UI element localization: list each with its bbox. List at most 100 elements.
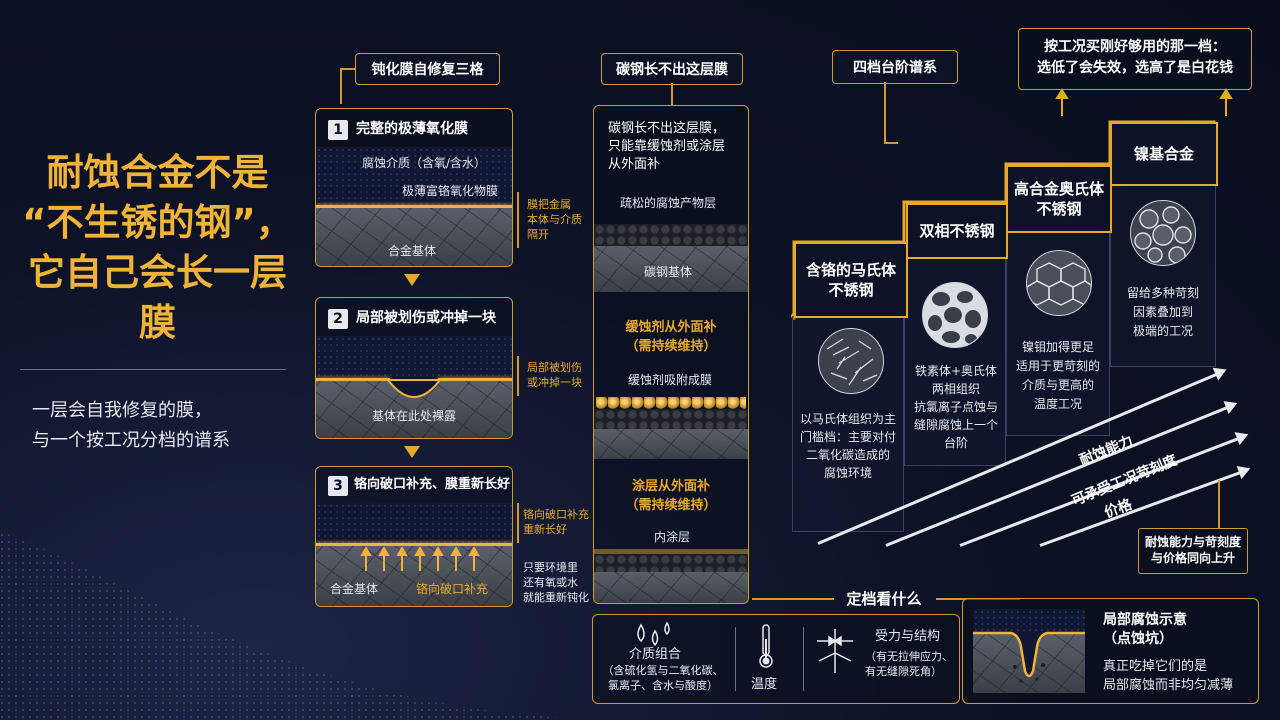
axis-note-1: 耐蚀能力与苛刻度 bbox=[1144, 535, 1241, 549]
grade-4-desc-3: 极端的工况 bbox=[1132, 324, 1193, 338]
grade-2-desc-4: 缝隙腐蚀上一个 bbox=[913, 418, 998, 432]
criteria-item-3-detail-2: 有无缝隙死角） bbox=[865, 665, 942, 678]
bracket-2 bbox=[517, 356, 519, 396]
pit-desc-2: 局部腐蚀而非均匀减薄 bbox=[1103, 678, 1234, 693]
grade-4-desc-1: 留给多种苛刻 bbox=[1126, 286, 1199, 300]
step-1-base-label: 合金基体 bbox=[388, 244, 437, 258]
healing-step-2: 2 局部被划伤或冲掉一块 基体在此处裸露 bbox=[315, 297, 513, 439]
grade-3-name-2: 不锈钢 bbox=[1036, 200, 1082, 218]
callout-line-1: 按工况买刚好够用的那一档： bbox=[1044, 39, 1226, 55]
step-2-film-right bbox=[438, 378, 512, 381]
title-divider bbox=[20, 369, 286, 370]
pit-title: 局部腐蚀示意 （点蚀坑） bbox=[1103, 611, 1187, 649]
grade-1-desc: 以马氏体组织为主 门槛档：主要对付 二氧化碳造成的 腐蚀环境 bbox=[796, 410, 900, 482]
grade-3-desc: 镍钼加得更足 适用于更苛刻的 介质与更高的 温度工况 bbox=[1008, 338, 1108, 414]
grade-1-desc-2: 门槛档：主要对付 bbox=[799, 430, 896, 444]
droplets-icon bbox=[637, 621, 670, 647]
grade-column-3 bbox=[1006, 210, 1110, 436]
step-2-number: 2 bbox=[328, 309, 348, 329]
grade-1-name-2: 不锈钢 bbox=[828, 281, 874, 299]
grade-1-label: 含铬的马氏体不锈钢 bbox=[794, 242, 908, 318]
side-1-line-2: 本体与介质 bbox=[527, 213, 582, 226]
side-1-line-1: 膜把金属 bbox=[527, 198, 571, 211]
coating-label: 内涂层 bbox=[654, 530, 691, 544]
coating-title-1: 涂层从外面补 bbox=[631, 479, 710, 494]
grade-1-micrograph-icon bbox=[818, 328, 884, 394]
criteria-item-1-detail-1: （含硫化氢与二氧化碳、 bbox=[602, 664, 724, 677]
healing-tag: 钝化膜自修复三格 bbox=[355, 53, 500, 85]
side-3-line-2: 重新长好 bbox=[523, 523, 567, 536]
grade-4-desc-2: 因素叠加到 bbox=[1132, 305, 1193, 319]
step-1-medium bbox=[316, 147, 512, 205]
callout-up-arrows bbox=[1055, 88, 1233, 116]
step-3-film bbox=[316, 543, 512, 546]
step-3-medium bbox=[316, 503, 512, 543]
carbon-rust-layer bbox=[594, 224, 748, 246]
carbon-connector bbox=[671, 83, 673, 105]
coating-layer bbox=[594, 549, 748, 554]
spectrum-tag: 四档台阶谱系 bbox=[832, 50, 958, 84]
side-3b-line-3: 就能重新钝化 bbox=[523, 591, 589, 604]
subtitle-line-1: 一层会自我修复的膜， bbox=[32, 400, 212, 421]
grade-4-label: 镍基合金 bbox=[1110, 122, 1218, 186]
grade-2-micrograph-icon bbox=[922, 282, 988, 348]
side-3b-line-2: 还有氧或水 bbox=[523, 576, 578, 589]
side-3-line-1: 铬向破口补充 bbox=[523, 508, 589, 521]
grade-2-name-1: 双相不锈钢 bbox=[919, 222, 995, 240]
spectrum-callout: 按工况买刚好够用的那一档： 选低了会失效，选高了是白花钱 bbox=[1018, 28, 1252, 90]
criteria-tag: 定档看什么 bbox=[846, 590, 922, 608]
arrow-down-1 bbox=[404, 274, 420, 286]
step-3-title: 铬向破口补充、膜重新长好 bbox=[354, 477, 511, 492]
criteria-item-1-detail: （含硫化氢与二氧化碳、 氯离子、含水与酸度） bbox=[601, 663, 725, 693]
step-1-film-label: 极薄富铬氧化物膜 bbox=[402, 184, 499, 198]
step-3-chromium-arrows bbox=[360, 547, 480, 571]
criteria-item-3-label: 受力与结构 bbox=[875, 629, 941, 644]
step-2-base-label: 基体在此处裸露 bbox=[372, 409, 457, 423]
axis-note-text: 耐蚀能力与苛刻度 与价格同向上升 bbox=[1139, 534, 1247, 566]
grade-column-4 bbox=[1110, 166, 1216, 367]
healing-step-1: 1 完整的极薄氧化膜 腐蚀介质（含氧/含水） 极薄富铬氧化物膜 合金基体 bbox=[315, 108, 513, 267]
grade-2-label: 双相不锈钢 bbox=[906, 203, 1008, 259]
grade-2-desc-5: 台阶 bbox=[943, 436, 968, 450]
criteria-divider-2 bbox=[803, 627, 804, 691]
criteria-divider-1 bbox=[735, 627, 736, 691]
coating-title-2: （需持续维持） bbox=[625, 498, 717, 513]
healing-connector bbox=[340, 68, 342, 104]
coating-steel-base bbox=[594, 572, 748, 603]
carbon-intro-2: 只能靠缓蚀剂或涂层 bbox=[608, 139, 726, 154]
main-title: 耐蚀合金不是 “不生锈的钢”， 它自己会长一层膜 bbox=[20, 148, 295, 348]
step-2-medium bbox=[316, 336, 512, 378]
grade-2-desc-2: 两相组织 bbox=[931, 382, 980, 396]
step-2-film-left bbox=[316, 378, 390, 381]
grade-4-name-1: 镍基合金 bbox=[1133, 145, 1194, 163]
grade-1-desc-1: 以马氏体组织为主 bbox=[799, 412, 896, 426]
inhibitor-title-1: 缓蚀剂从外面补 bbox=[625, 320, 717, 335]
criteria-item-3-detail: （有无拉伸应力、 有无缝隙死角） bbox=[865, 649, 953, 679]
inhibitor-label: 缓蚀剂吸附成膜 bbox=[628, 373, 713, 387]
pit-title-1: 局部腐蚀示意 bbox=[1103, 612, 1187, 628]
carbon-tag: 碳钢长不出这层膜 bbox=[601, 53, 743, 85]
bracket-1 bbox=[517, 192, 519, 248]
step-2-title: 局部被划伤或冲掉一块 bbox=[356, 310, 496, 326]
grade-3-desc-2: 适用于更苛刻的 bbox=[1015, 359, 1100, 373]
pit-medium bbox=[973, 609, 1085, 633]
bracket-3 bbox=[517, 503, 519, 543]
step-3-side-note: 铬向破口补充 重新长好 bbox=[523, 507, 589, 537]
side-1-line-3: 隔开 bbox=[527, 228, 549, 241]
grade-3-desc-3: 介质与更高的 bbox=[1021, 378, 1094, 392]
subtitle: 一层会自我修复的膜， 与一个按工况分档的谱系 bbox=[32, 396, 230, 456]
step-1-film bbox=[316, 205, 512, 208]
carbon-intro: 碳钢长不出这层膜， 只能靠缓蚀剂或涂层 从外面补 bbox=[608, 120, 725, 174]
pit-desc: 真正吃掉它们的是 局部腐蚀而非均匀减薄 bbox=[1103, 657, 1233, 695]
title-line-2: “不生锈的钢”， bbox=[22, 201, 293, 244]
step-1-side-note: 膜把金属 本体与介质 隔开 bbox=[527, 197, 582, 242]
arrow-down-2 bbox=[404, 446, 420, 458]
inhibitor-title: 缓蚀剂从外面补 （需持续维持） bbox=[594, 318, 748, 356]
grade-3-label: 高合金奥氏体不锈钢 bbox=[1006, 165, 1112, 233]
inhibitor-film bbox=[596, 397, 746, 409]
carbon-panel: 碳钢长不出这层膜， 只能靠缓蚀剂或涂层 从外面补 疏松的腐蚀产物层 碳钢基体 缓… bbox=[593, 105, 749, 604]
grade-2-desc: 铁素体+奥氏体 两相组织 抗氯离子点蚀与 缝隙腐蚀上一个 台阶 bbox=[906, 362, 1006, 452]
thermometer-icon bbox=[759, 624, 773, 668]
subtitle-line-2: 与一个按工况分档的谱系 bbox=[32, 430, 230, 451]
healing-connector-h bbox=[340, 68, 355, 70]
